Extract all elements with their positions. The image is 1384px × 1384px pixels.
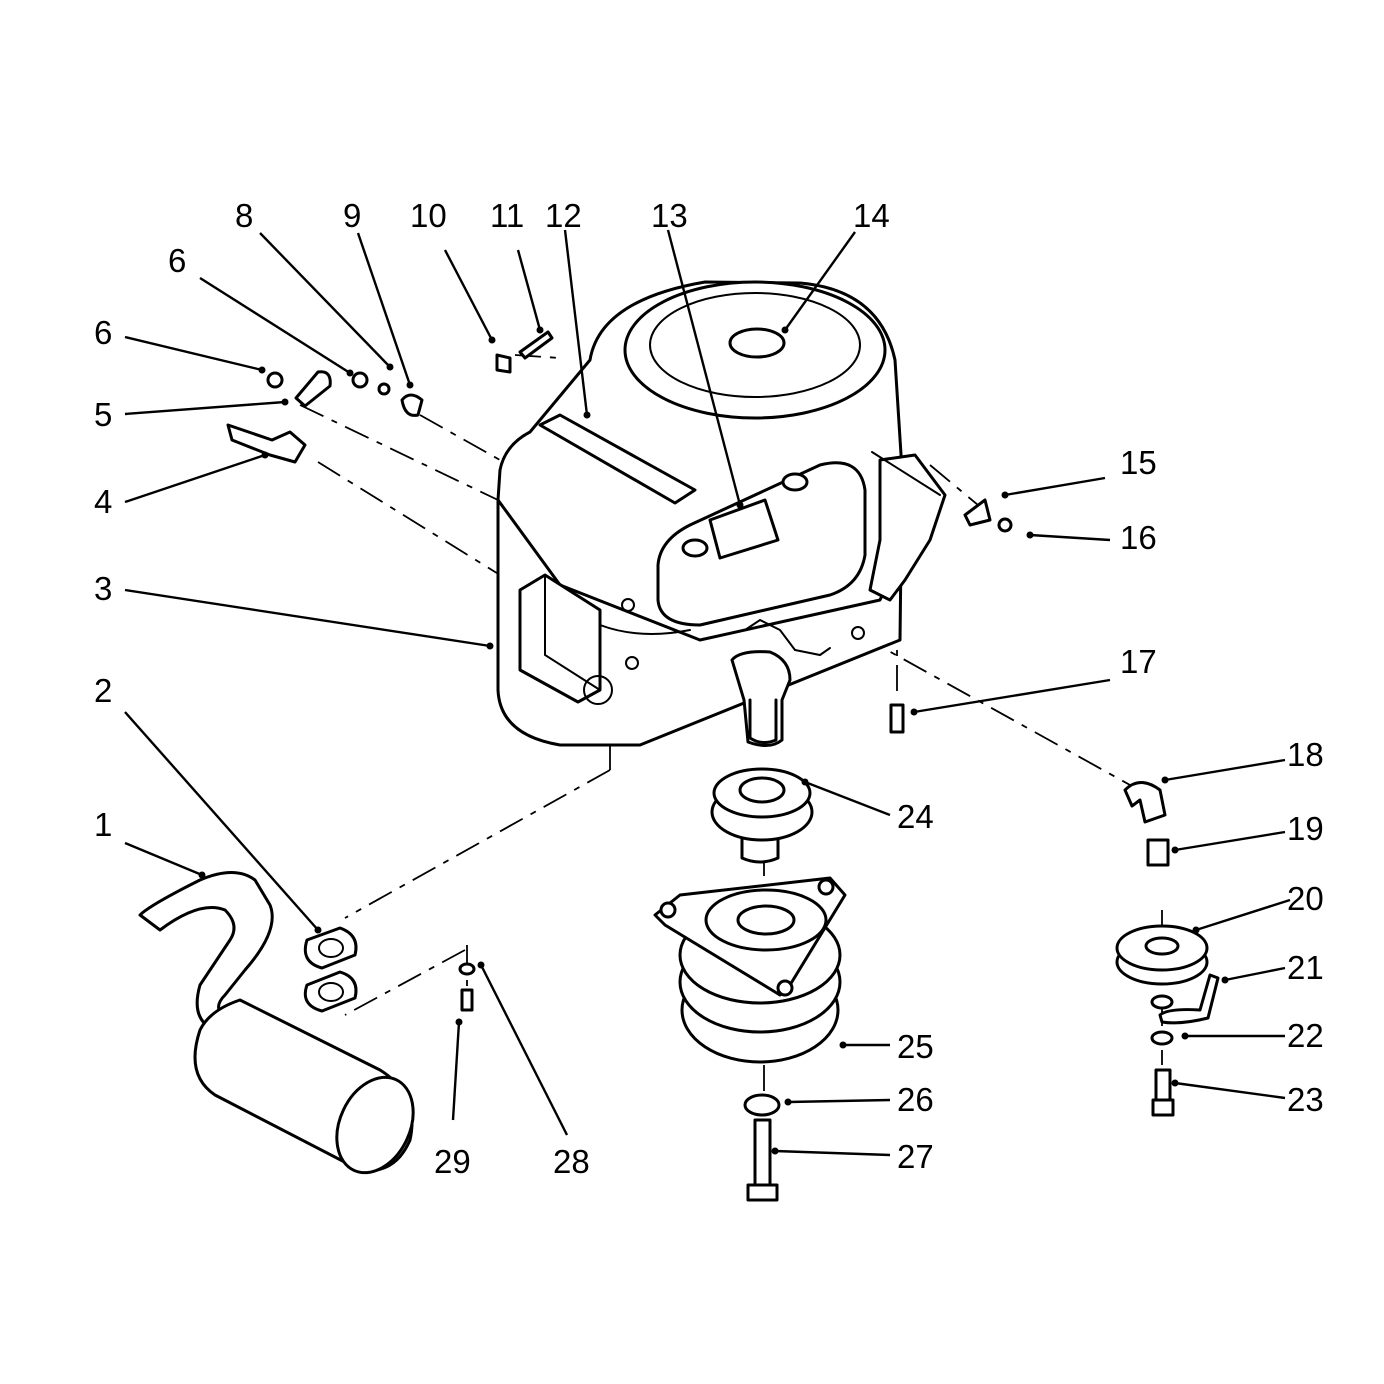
leader-lines <box>124 229 1291 1157</box>
exhaust-gasket-upper <box>303 926 358 970</box>
air-cleaner-decal <box>708 498 780 560</box>
wire-clamp <box>294 370 332 408</box>
callout-15: 15 <box>1120 444 1157 481</box>
idler-assembly <box>1115 924 1220 1117</box>
callout-13: 13 <box>651 197 688 234</box>
flywheel-cap <box>728 327 786 359</box>
bracket-15 <box>963 498 992 527</box>
callout-4: 4 <box>94 483 112 520</box>
callout-5: 5 <box>94 396 112 433</box>
washer-22b <box>1150 1030 1174 1046</box>
bolt-29 <box>460 988 474 1012</box>
callout-12: 12 <box>545 197 582 234</box>
callout-17: 17 <box>1120 643 1157 680</box>
gasket-hardware <box>458 962 476 1012</box>
oil-sensor <box>226 423 307 464</box>
clip-nut <box>495 353 512 374</box>
callout-labels: 1 2 3 4 5 6 6 8 9 10 11 12 13 14 15 16 1… <box>94 197 1324 1180</box>
fitting-19 <box>1146 838 1170 867</box>
small-hardware-left <box>226 330 554 464</box>
retaining-clip <box>400 393 424 417</box>
callout-29: 29 <box>434 1143 471 1180</box>
engine-decal <box>538 413 697 505</box>
callout-2: 2 <box>94 672 112 709</box>
callout-8: 8 <box>235 197 253 234</box>
muffler-assembly <box>138 871 415 1175</box>
callout-6-lower: 6 <box>94 314 112 351</box>
exhaust-gasket-lower <box>303 970 358 1013</box>
washer-22a <box>1150 994 1174 1010</box>
screw-head <box>266 371 284 389</box>
callout-10: 10 <box>410 197 447 234</box>
leader-dots <box>198 326 1229 1155</box>
callout-6-upper: 6 <box>168 242 186 279</box>
engine-assembly <box>496 280 947 747</box>
callout-3: 3 <box>94 570 112 607</box>
washer-28 <box>458 962 476 976</box>
idler-arm <box>1158 973 1220 1025</box>
elbow-fitting <box>1123 781 1167 824</box>
callout-9: 9 <box>343 197 361 234</box>
callout-18: 18 <box>1287 736 1324 773</box>
callout-27: 27 <box>897 1138 934 1175</box>
callout-28: 28 <box>553 1143 590 1180</box>
screw-17 <box>889 703 905 734</box>
callout-19: 19 <box>1287 810 1324 847</box>
clutch-assembly <box>653 767 847 1202</box>
nut-16 <box>997 517 1013 533</box>
callout-23: 23 <box>1287 1081 1324 1118</box>
callout-20: 20 <box>1287 880 1324 917</box>
bolt-23 <box>1154 1068 1172 1102</box>
callout-11: 11 <box>490 197 524 234</box>
center-lines <box>299 354 1163 1100</box>
governor-bracket <box>868 453 947 602</box>
callout-24: 24 <box>897 798 934 835</box>
bolt-27 <box>753 1118 772 1187</box>
callout-25: 25 <box>897 1028 934 1065</box>
callout-1: 1 <box>94 806 112 843</box>
callout-26: 26 <box>897 1081 934 1118</box>
callout-22: 22 <box>1287 1017 1324 1054</box>
callout-14: 14 <box>853 197 890 234</box>
washer-26 <box>743 1093 781 1117</box>
pulley-24-base <box>740 833 780 864</box>
small-hardware-right <box>889 498 1170 867</box>
lock-washer <box>377 382 391 396</box>
screw-thread <box>518 330 554 360</box>
callout-21: 21 <box>1287 949 1324 986</box>
callout-16: 16 <box>1120 519 1157 556</box>
screw-head <box>351 371 369 389</box>
